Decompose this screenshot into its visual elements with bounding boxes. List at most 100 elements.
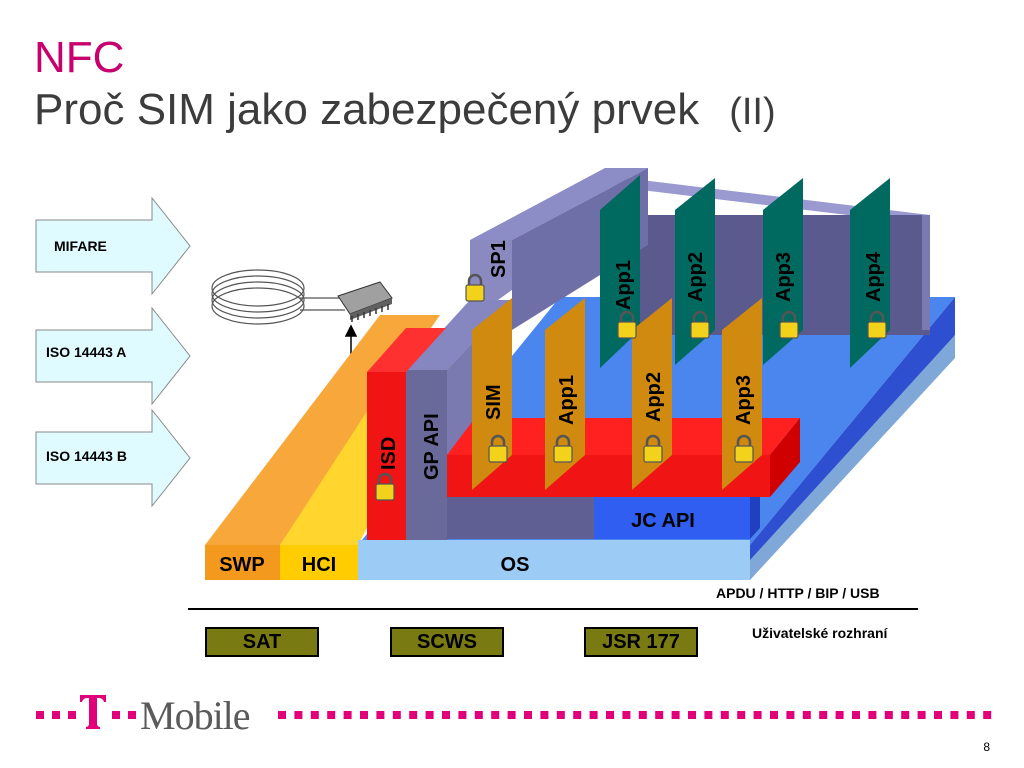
- lock-icon: [465, 273, 485, 302]
- user-interface-label: Uživatelské rozhraní: [752, 625, 888, 641]
- brand-dot: [638, 711, 647, 719]
- red-platform-top: [447, 418, 800, 455]
- lock-icon: [643, 434, 663, 463]
- jc-api-box: [594, 497, 750, 539]
- arrow-label-mifare: MIFARE: [54, 238, 107, 254]
- chip-icon: [337, 281, 393, 322]
- brand-dot: [606, 711, 614, 719]
- brand-dot: [835, 711, 844, 719]
- brand-dot: [655, 711, 664, 719]
- brand-dot: [622, 711, 631, 719]
- brand-dot: [966, 711, 975, 719]
- back-app1-panel: [600, 175, 640, 368]
- lock-icon: [488, 434, 508, 463]
- brand-dot: [753, 711, 762, 719]
- brand-dot: [917, 711, 926, 719]
- swp-label: SWP: [219, 554, 265, 576]
- hci-box: [280, 545, 358, 580]
- lock-icon: [553, 434, 573, 463]
- front-app2-label: App2: [643, 372, 665, 422]
- lock-icon: [375, 472, 395, 501]
- gp-api-label: GP API: [421, 413, 443, 480]
- brand-dot: [573, 711, 582, 719]
- back-app2-label: App2: [685, 252, 707, 302]
- arrow-mifare: [35, 196, 191, 296]
- slide-title-suffix: (II): [729, 91, 776, 133]
- antenna-coil-icon: [211, 269, 345, 325]
- jc-api-label: JC API: [631, 510, 695, 532]
- arrow-label-iso-a: ISO 14443 A: [46, 344, 127, 360]
- back-app3-label: App3: [773, 252, 795, 302]
- lock-icon: [779, 310, 799, 339]
- brand-dot: [343, 711, 352, 719]
- back-app1-label: App1: [613, 260, 635, 310]
- protocols-label: APDU / HTTP / BIP / USB: [716, 585, 880, 601]
- front-app3-panel: [722, 298, 762, 490]
- os-label: OS: [501, 554, 530, 576]
- brand-dot: [852, 711, 860, 719]
- brand-dot: [671, 711, 680, 719]
- brand-dot: [491, 711, 500, 719]
- jc-base-dark: [447, 497, 594, 539]
- brand-dot: [983, 711, 992, 719]
- brand-dot: [884, 711, 893, 719]
- page-number: 8: [983, 740, 990, 754]
- brand-dot: [474, 711, 483, 719]
- os-box: [358, 540, 750, 580]
- sim-panel: [472, 298, 512, 490]
- front-app1-label: App1: [556, 375, 578, 425]
- arrow-label-iso-b: ISO 14443 B: [46, 448, 127, 464]
- brand-dot: [802, 711, 811, 719]
- brand-dot: [704, 711, 713, 719]
- sat-box: SAT: [205, 627, 319, 657]
- brand-dot: [770, 711, 778, 719]
- sp1-label: SP1: [488, 240, 510, 278]
- brand-dot: [786, 711, 795, 719]
- back-app3-panel: [763, 178, 803, 365]
- brand-dot: [360, 711, 368, 719]
- brand-dot: [294, 711, 303, 719]
- brand-name: Mobile: [140, 693, 251, 738]
- brand-dot: [737, 711, 746, 719]
- brand-dot: [425, 711, 434, 719]
- isd-top: [367, 328, 446, 372]
- brand-dot: [901, 711, 910, 719]
- lock-icon: [617, 310, 637, 339]
- brand-dot: [819, 711, 828, 719]
- jsr177-box: JSR 177: [584, 627, 698, 657]
- brand-dot: [950, 711, 959, 719]
- brand-dot: [589, 711, 598, 719]
- brand-dots: [278, 711, 992, 719]
- isd-front: [367, 372, 406, 540]
- jc-api-side: [750, 490, 760, 539]
- brand-dot: [409, 711, 418, 719]
- red-platform-side: [770, 418, 800, 497]
- gp-api-front: [406, 370, 447, 540]
- divider-line: [188, 608, 918, 610]
- front-app2-panel: [632, 298, 672, 490]
- scws-box: SCWS: [390, 627, 504, 657]
- back-app4-panel: [850, 178, 890, 368]
- brand-dot: [442, 711, 450, 719]
- front-app3-label: App3: [733, 375, 755, 425]
- brand-dot: [720, 711, 729, 719]
- brand-dot: [688, 711, 696, 719]
- brand-dot: [540, 711, 549, 719]
- hci-label: HCI: [302, 554, 336, 576]
- swp-box: [205, 545, 280, 580]
- sim-label: SIM: [483, 384, 505, 420]
- back-app4-label: App4: [863, 251, 885, 302]
- brand-dot: [868, 711, 877, 719]
- brand-dot: [310, 711, 319, 719]
- os-platform-side-lower: [750, 335, 955, 580]
- slide-title-nfc: NFC: [34, 33, 125, 82]
- slide-title-main: Proč SIM jako zabezpečený prvek(II): [34, 86, 776, 136]
- brand-dot: [934, 711, 942, 719]
- lock-icon: [690, 310, 710, 339]
- tmobile-logo-icon: [36, 695, 136, 729]
- arrow-iso-b: [35, 408, 191, 508]
- brand-dot: [376, 711, 385, 719]
- arrow-iso-a: [35, 306, 191, 406]
- brand-dot: [556, 711, 565, 719]
